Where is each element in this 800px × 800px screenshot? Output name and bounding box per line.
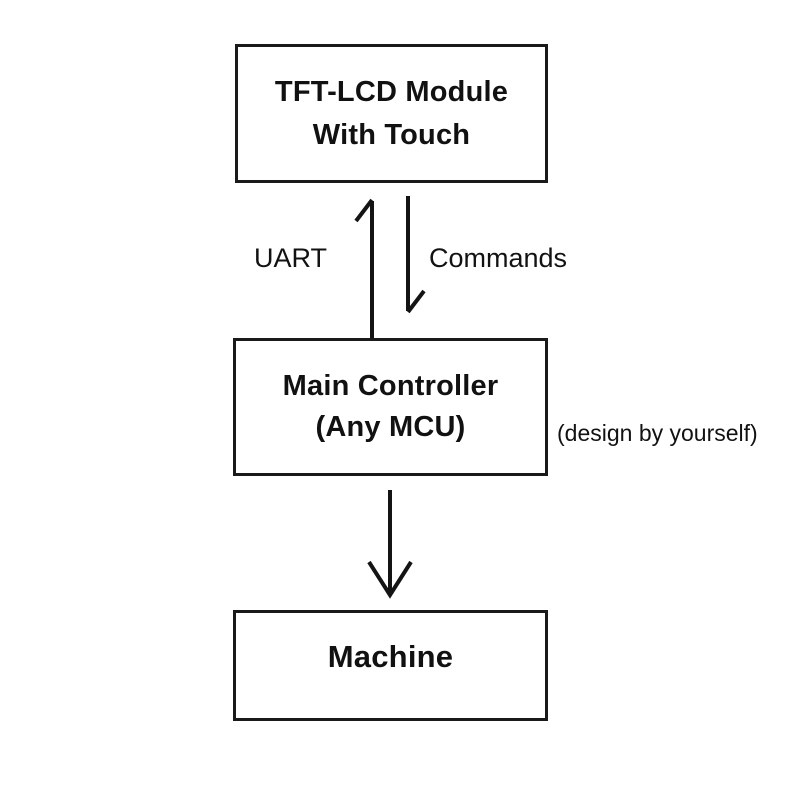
node-tft-lcd-module[interactable]: TFT-LCD Module With Touch [235,44,548,183]
node-tft-lcd-module-line1: TFT-LCD Module [274,76,509,109]
node-main-controller-line1: Main Controller [282,369,499,402]
node-tft-lcd-module-line2: With Touch [312,118,471,151]
edge-label-commands: Commands [429,243,568,273]
uart-uplink-arrow [354,198,374,338]
annotation-design-by-yourself: (design by yourself) [557,420,758,446]
node-main-controller-line2: (Any MCU) [315,411,466,443]
node-machine-line1: Machine [327,639,454,674]
commands-downlink-arrow [406,196,426,314]
controller-to-machine-arrow [367,490,413,599]
edge-label-uart: UART [254,243,328,273]
node-machine[interactable]: Machine [233,610,548,721]
node-main-controller[interactable]: Main Controller (Any MCU) [233,338,548,476]
